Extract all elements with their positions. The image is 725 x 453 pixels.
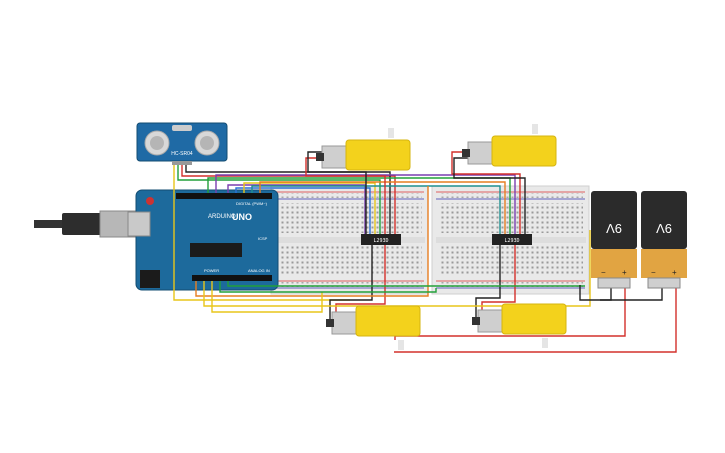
sensor-model-label: HC-SR04 <box>171 151 193 157</box>
motor-top-right <box>462 124 557 167</box>
battery-right-minus: − <box>651 268 656 277</box>
battery-left-plus: + <box>622 268 627 277</box>
battery-left-label: 9V <box>606 221 622 236</box>
motor-driver-right-label: L293D <box>504 238 519 244</box>
motor-driver-left-label: L293D <box>373 238 388 244</box>
motor-top-left <box>316 128 411 171</box>
battery-right-label: 9V <box>656 221 672 236</box>
battery-left-minus: − <box>601 268 606 277</box>
wiring <box>173 151 677 353</box>
motor-bottom-right <box>472 303 567 348</box>
motor-driver-right: L293D <box>492 234 532 245</box>
arduino-uno-board: ARDUINO UNO DIGITAL (PWM~) ANALOG IN POW… <box>127 189 279 291</box>
battery-right-plus: + <box>672 268 677 277</box>
arduino-icsp-label: ICSP <box>258 236 268 241</box>
arduino-analog-label: ANALOG IN <box>248 268 270 273</box>
arduino-brand-label: ARDUINO <box>208 214 236 220</box>
usb-cable <box>34 210 141 238</box>
motor-driver-left: L293D <box>361 234 401 245</box>
battery-left: 9V − + <box>591 191 637 289</box>
motor-bottom-left <box>326 305 421 350</box>
breadboard-left <box>270 185 429 295</box>
arduino-power-label: POWER <box>204 268 219 273</box>
arduino-digital-label: DIGITAL (PWM~) <box>236 201 268 206</box>
battery-right: 9V − + <box>641 191 687 289</box>
arduino-model-label: UNO <box>232 212 252 222</box>
ultrasonic-sensor: HC-SR04 <box>136 122 228 165</box>
